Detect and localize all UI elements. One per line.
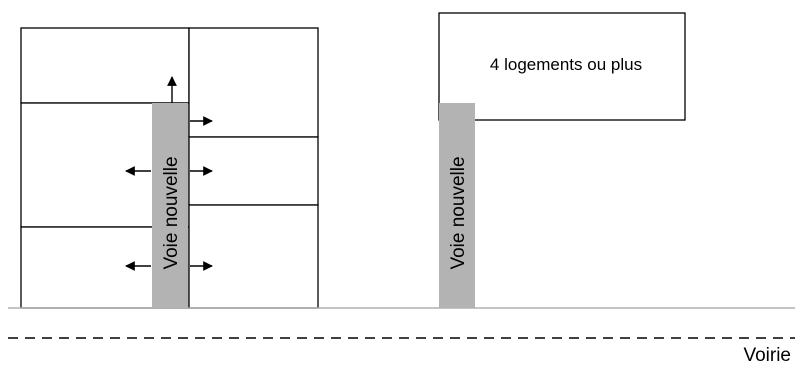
street-label: Voirie	[743, 345, 791, 365]
new-road-left-label: Voie nouvelle	[161, 156, 182, 269]
new-road-right-label: Voie nouvelle	[448, 156, 469, 269]
access-arrows	[125, 76, 213, 271]
lot-bottom-right	[188, 204, 319, 309]
lot-top-left	[20, 27, 190, 104]
building-box-label: 4 logements ou plus	[490, 55, 642, 74]
new-road-left	[152, 103, 188, 308]
new-road-right	[439, 103, 475, 308]
building-box	[438, 12, 686, 121]
